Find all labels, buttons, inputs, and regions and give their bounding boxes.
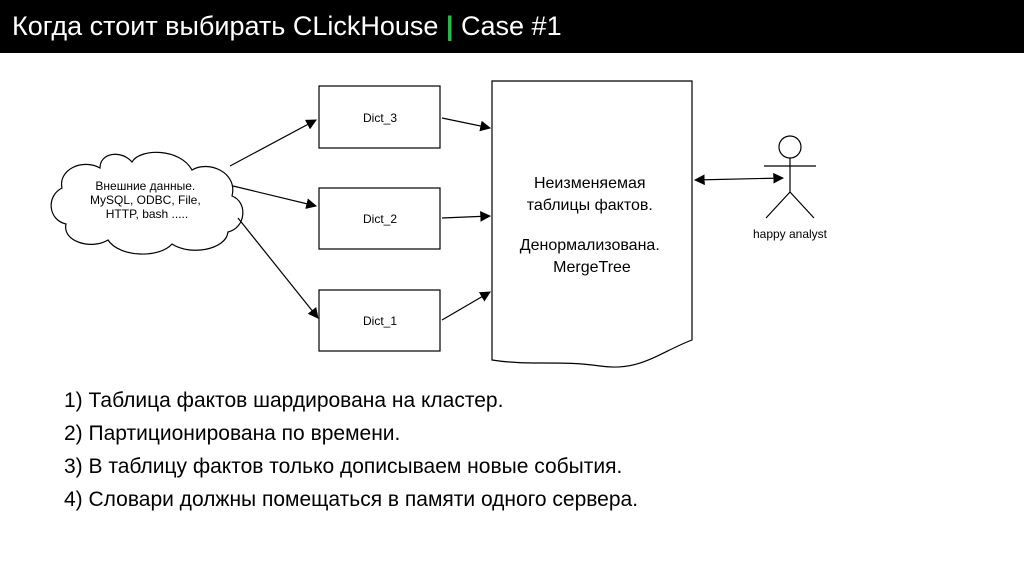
note-item-3: 3) В таблицу фактов только дописываем но… [64,455,623,478]
fact-line-4: Денормализована. [520,237,660,254]
actor-stick-figure-icon [764,135,816,219]
dict-label-2: Dict_2 [363,212,397,226]
fact-line-2: таблицы фактов. [527,197,653,214]
title-main: Когда стоит выбирать CLickHouse [12,11,439,41]
svg-text:Неизменяемая таблицы фак: Неизменяемая таблицы фактов. Денормализо… [520,175,664,276]
title-case: Case #1 [461,11,562,41]
notes-list: 1) Таблица фактов шардирована на кластер… [64,384,638,516]
cloud-line-1: Внешние данные. [95,179,195,193]
note-item-4: 4) Словари должны помещаться в памяти од… [64,488,639,511]
fact-line-1: Неизменяемая [534,175,646,192]
title-bar: Когда стоит выбирать CLickHouse | Case #… [0,0,1024,53]
dict-box-2: Dict_2 [318,187,441,250]
arrow-cloud-to-dict-2 [232,185,318,209]
arrow-dict-2-to-fact [441,211,492,222]
arrow-dict-3-to-fact [441,117,492,132]
arrow-fact-analyst-bidirectional [693,172,785,186]
title-separator: | [445,11,454,41]
dict-box-1: Dict_1 [318,289,441,352]
dict-label-3: Dict_3 [363,111,397,125]
dict-label-1: Dict_1 [363,314,397,328]
svg-text:Внешние данные. MySQL, O: Внешние данные. MySQL, ODBC, File, HTTP,… [90,179,204,221]
arrow-cloud-to-dict-3 [229,119,317,167]
cloud-line-3: HTTP, bash ..... [106,207,188,221]
arrow-dict-1-to-fact [441,291,491,321]
actor-label: happy analyst [753,227,828,241]
note-item-1: 1) Таблица фактов шардирована на кластер… [64,389,504,412]
fact-line-5: MergeTree [553,259,631,276]
note-item-2: 2) Партиционирована по времени. [64,422,401,445]
dict-box-3: Dict_3 [318,85,441,149]
cloud-line-2: MySQL, ODBC, File, [90,193,201,207]
arrow-cloud-to-dict-1 [237,217,319,319]
external-data-cloud [50,151,244,255]
fact-table-document [491,80,693,368]
